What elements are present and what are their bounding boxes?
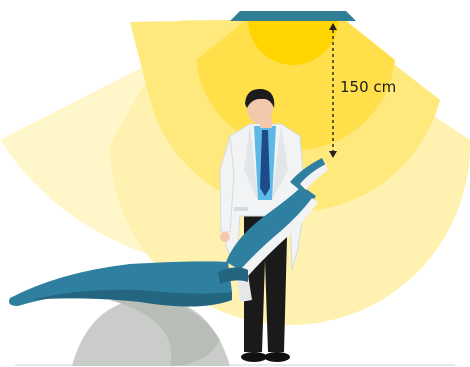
measurement-label: 150 cm — [340, 78, 396, 96]
ceiling-lamp-icon — [230, 11, 356, 21]
left-hand — [220, 232, 230, 242]
coat-pocket — [234, 207, 248, 211]
left-shoe — [241, 352, 267, 362]
right-shoe — [264, 352, 290, 362]
